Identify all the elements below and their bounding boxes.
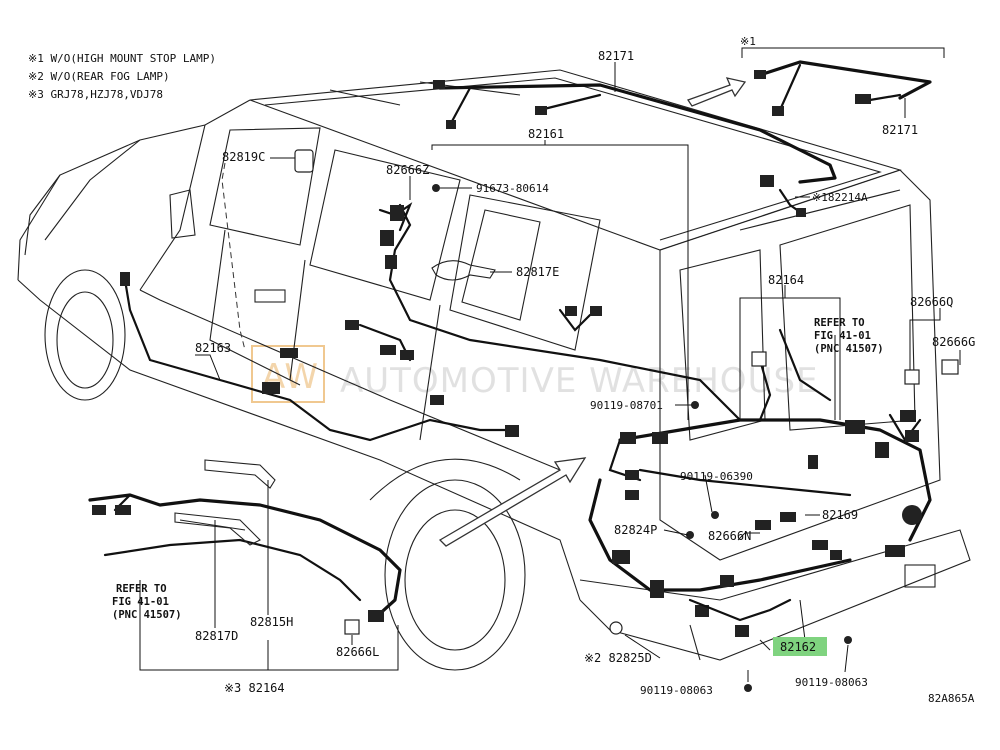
- callout-90119-08701: 90119-08701: [590, 399, 663, 412]
- refer-left-line-3: (PNC 41507): [112, 609, 182, 621]
- bolt-90119-08063-right-icon: [844, 636, 852, 644]
- harness-side-82161: [345, 202, 742, 422]
- callout-90119-08063-left: 90119-08063: [640, 684, 713, 697]
- callout-90119-06390: 90119-06390: [680, 470, 753, 483]
- refer-note-right: REFER TO FIG 41-01 (PNC 41507): [814, 317, 884, 355]
- watermark: AW AUTOMOTIVE WAREHOUSE: [251, 345, 819, 403]
- refer-left-line-2: FIG 41-01: [112, 596, 169, 608]
- callout-82164-bottom: ※3 82164: [224, 681, 285, 695]
- callout-90119-08063-right: 90119-08063: [795, 676, 868, 689]
- bolt-91673-icon: [432, 184, 440, 192]
- watermark-badge-frame: [251, 345, 325, 403]
- harness-roof-82171-detail: [754, 60, 932, 116]
- callouts: 82171 ※1 82171 82161 82819C 82666Z 91673…: [195, 35, 975, 705]
- clamp-82666q-icon: [904, 369, 920, 385]
- bracket-82817e-icon: [431, 260, 496, 281]
- callout-82169: 82169: [822, 508, 858, 522]
- callout-82171-top: 82171: [598, 49, 634, 63]
- callout-82162: 82162: [780, 640, 816, 654]
- callout-82162-highlight: [773, 637, 827, 656]
- watermark-text: AUTOMOTIVE WAREHOUSE: [340, 361, 819, 401]
- callout-82164-right: 82164: [768, 273, 804, 287]
- leader-lines: [139, 47, 961, 682]
- refer-right-line-3: (PNC 41507): [814, 343, 884, 355]
- diagram-code: 82A865A: [928, 692, 975, 705]
- callout-82161: 82161: [528, 127, 564, 141]
- bolt-90119-06390-icon: [711, 511, 719, 519]
- harness-detail-82164-lower: [88, 459, 402, 635]
- callout-82817e: 82817E: [516, 265, 559, 279]
- callout-82171-right: 82171: [882, 123, 918, 137]
- clip-82819c-icon: [294, 149, 314, 173]
- note-2: ※2 W/O(REAR FOG LAMP): [28, 70, 170, 83]
- callout-82824p: 82824P: [614, 523, 657, 537]
- callout-note1-bracket: ※1: [740, 35, 756, 48]
- callout-82666z: 82666Z: [386, 163, 429, 177]
- callout-82666q: 82666Q: [910, 295, 953, 309]
- callout-82666l: 82666L: [336, 645, 379, 659]
- clamp-82666g-icon: [941, 359, 959, 375]
- note-3: ※3 GRJ78,HZJ78,VDJ78: [28, 88, 164, 101]
- refer-right-line-1: REFER TO: [814, 317, 865, 329]
- callout-82666g: 82666G: [932, 335, 975, 349]
- hardware-parts: [294, 149, 959, 692]
- harness-roof-82171: [433, 80, 837, 217]
- grommet-82825d-icon: [609, 621, 623, 635]
- refer-right-line-2: FIG 41-01: [814, 330, 871, 342]
- callout-82163: 82163: [195, 341, 231, 355]
- callout-82815h: 82815H: [250, 615, 293, 629]
- refer-left-line-1: REFER TO: [116, 583, 167, 595]
- callout-82666n: 82666N: [708, 529, 751, 543]
- callout-82819c: 82819C: [222, 150, 265, 164]
- bolt-90119-08701-icon: [691, 401, 699, 409]
- note-1: ※1 W/O(HIGH MOUNT STOP LAMP): [28, 52, 217, 65]
- notes-block: ※1 W/O(HIGH MOUNT STOP LAMP) ※2 W/O(REAR…: [28, 50, 216, 104]
- harness-floor-82163: [120, 272, 519, 442]
- callout-91673-80614: 91673-80614: [476, 182, 549, 195]
- grommet-82824p-icon: [686, 531, 694, 539]
- callout-82825d: ※2 82825D: [584, 651, 652, 665]
- arrow-roof-icon: [686, 77, 747, 107]
- bolt-90119-08063-left-icon: [744, 684, 752, 692]
- harness-rear-gate-82164: [588, 328, 932, 637]
- callout-82214a: ※182214A: [812, 191, 868, 204]
- refer-note-left: REFER TO FIG 41-01 (PNC 41507): [112, 583, 182, 621]
- arrow-rear-icon: [438, 457, 587, 547]
- callout-82817d: 82817D: [195, 629, 238, 643]
